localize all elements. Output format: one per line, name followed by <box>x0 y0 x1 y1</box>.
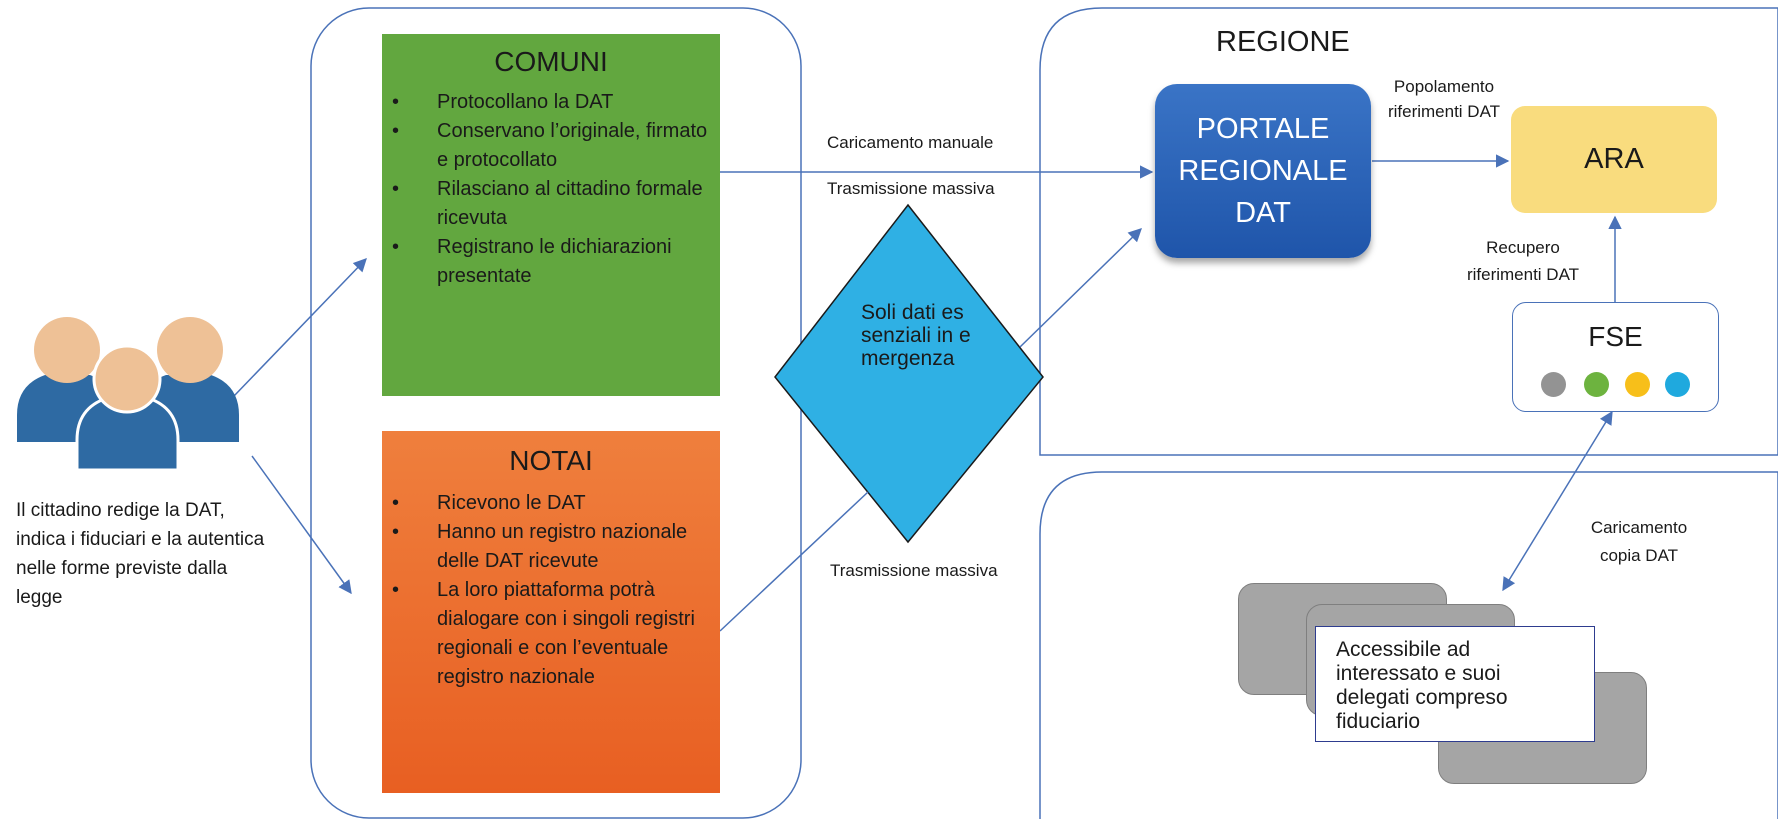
fse-dot-green <box>1584 372 1609 397</box>
access-note-box: Accessibile ad interessato e suoi delega… <box>1315 626 1595 742</box>
regione-group-box <box>1039 7 1778 456</box>
fse-dot-blue <box>1665 372 1690 397</box>
fse-label: FSE <box>1588 321 1643 352</box>
edge-label-trasmissione-massiva-bottom: Trasmissione massiva <box>830 561 998 580</box>
ara-box: ARA <box>1511 106 1717 213</box>
edge-label-recupero: Recupero riferimenti DAT <box>1466 238 1580 284</box>
arrow-citizen-to-comuni <box>233 258 367 397</box>
fse-dot-gray <box>1541 372 1566 397</box>
edge-label-caricamento-copia: Caricamento copia DAT <box>1590 518 1688 565</box>
comuni-list: Protocollano la DAT Conservano l’origina… <box>382 88 720 291</box>
comuni-title: COMUNI <box>494 46 608 77</box>
edge-label-popolamento: Popolamento riferimenti DAT <box>1387 77 1501 121</box>
arrow-fse-to-archive <box>1502 410 1613 592</box>
fse-box: FSE <box>1512 302 1719 412</box>
notai-item: Ricevono le DAT <box>382 489 720 518</box>
archive-group-box <box>1039 471 1778 819</box>
notai-title: NOTAI <box>509 445 593 476</box>
comuni-item: Rilasciano al cittadino formale ricevuta <box>382 175 720 233</box>
comuni-item: Conservano l’originale, firmato e protoc… <box>382 117 720 175</box>
edge-label-caricamento-manuale: Caricamento manuale <box>827 133 994 152</box>
edge-label-trasmissione-massiva-top: Trasmissione massiva <box>827 179 995 198</box>
people-group-icon <box>17 317 239 472</box>
comuni-item: Registrano le dichiarazioni presentate <box>382 233 720 291</box>
fse-dot-yellow <box>1625 372 1650 397</box>
ara-label: ARA <box>1584 143 1644 175</box>
notai-item: La loro piattaforma potrà dialogare con … <box>382 576 720 692</box>
actors-group-box <box>310 7 802 819</box>
arrow-diamond-to-portale <box>1019 228 1142 348</box>
comuni-item: Protocollano la DAT <box>382 88 720 117</box>
notai-list: Ricevono le DAT Hanno un registro nazion… <box>382 489 720 692</box>
diamond-text: Soli dati essenziali in emergenza <box>861 301 971 370</box>
portale-label: PORTALE REGIONALE DAT <box>1178 113 1348 229</box>
line-notai-to-diamond <box>719 491 869 632</box>
regione-title: REGIONE <box>1216 26 1350 58</box>
citizen-description: Il cittadino redige la DAT, indica i fid… <box>16 500 265 608</box>
emergency-diamond <box>774 203 1044 544</box>
arrow-citizen-to-notai <box>251 455 352 595</box>
comuni-box: COMUNI Protocollano la DAT Conservano l’… <box>382 34 720 396</box>
access-note-text: Accessibile ad interessato e suoi delega… <box>1336 638 1508 733</box>
notai-box: NOTAI Ricevono le DAT Hanno un registro … <box>382 431 720 793</box>
notai-item: Hanno un registro nazionale delle DAT ri… <box>382 518 720 576</box>
portale-regionale-box: PORTALE REGIONALE DAT <box>1155 84 1371 258</box>
